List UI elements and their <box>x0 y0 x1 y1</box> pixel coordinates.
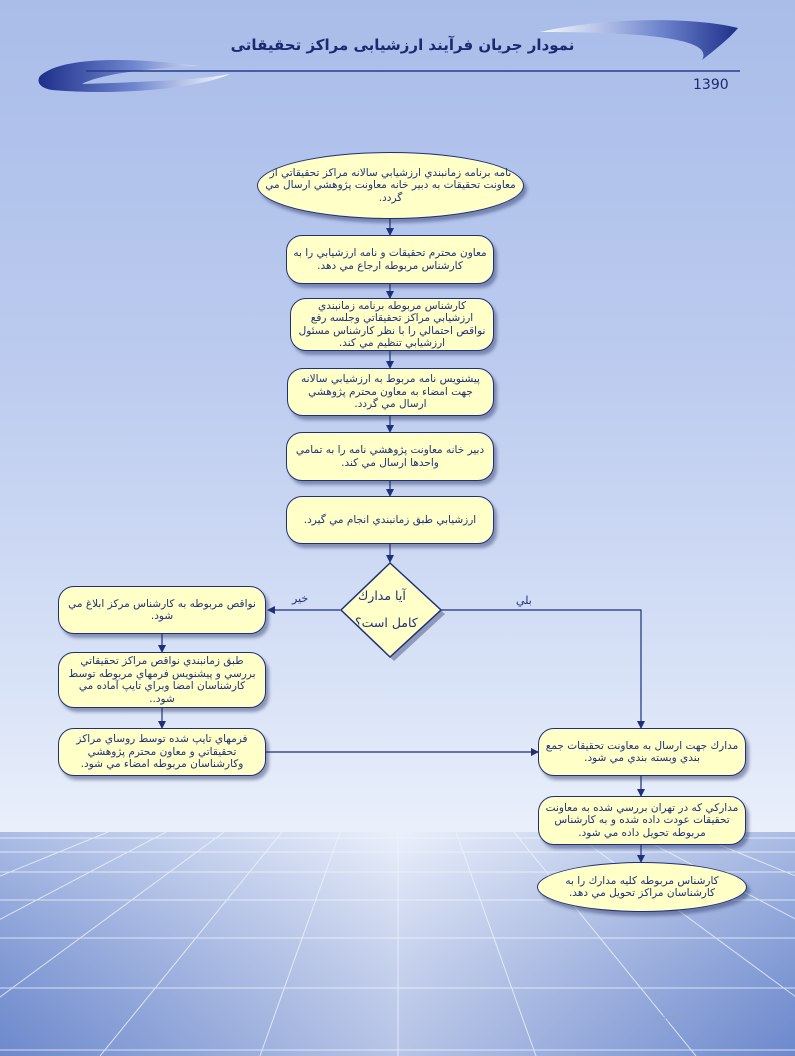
step5-node: ارزشيابي طبق زمانبندي انجام مي گيرد. <box>286 496 494 544</box>
yes2-node-text: مداركي كه در تهران بررسي شده به معاونت ت… <box>545 801 739 839</box>
start-node-text: نامه برنامه زمانبندي ارزشيابي سالانه مرا… <box>265 166 516 204</box>
step3-node-text: پيشنويس نامه مربوط به ارزشيابي سالانه جه… <box>301 373 480 411</box>
step2-node-text: كارشناس مربوطه برنامه زمانبندي ارزشيابي … <box>298 299 486 350</box>
page-title: نمودار جریان فرآیند ارزشیابی مراکز تحقیق… <box>230 36 575 54</box>
no3-node: فرمهاي تايپ شده توسط روساي مراكز تحقيقات… <box>58 728 266 776</box>
decision-text-line2: كامل است؟ <box>355 615 418 630</box>
end-node-text: كارشناس مربوطه كليه مدارك را به كارشناسا… <box>565 874 719 900</box>
step3-node: پيشنويس نامه مربوط به ارزشيابي سالانه جه… <box>287 368 494 416</box>
edge-decision-yes <box>441 609 645 729</box>
no2-node: طبق زمانبندي نواقص مراكز تحقيقاتي بررسي … <box>58 652 266 708</box>
end-node: كارشناس مربوطه كليه مدارك را به كارشناسا… <box>537 862 747 912</box>
year-label: 1390 <box>693 77 729 93</box>
yes1-node-text: مدارك جهت ارسال به معاونت تحقيقات جمع بن… <box>545 739 739 765</box>
yes1-node: مدارك جهت ارسال به معاونت تحقيقات جمع بن… <box>538 728 746 776</box>
step4-node: دبير خانه معاونت پژوهشي نامه را به تمامي… <box>286 432 494 481</box>
decision-diamond <box>339 561 445 661</box>
step1-node-text: معاون محترم تحقيقات و نامه ارزشيابي را ب… <box>293 247 487 272</box>
step1-node: معاون محترم تحقيقات و نامه ارزشيابي را ب… <box>286 235 494 284</box>
decision-text-line1: آيا مدارك <box>358 588 406 603</box>
header-decoration <box>38 20 740 93</box>
no1-node: نواقص مربوطه به كارشناس مركز ابلاغ مي شو… <box>58 586 266 634</box>
page-number: Page 4 <box>657 1013 684 1022</box>
start-node: نامه برنامه زمانبندي ارزشيابي سالانه مرا… <box>257 152 524 219</box>
no3-node-text: فرمهاي تايپ شده توسط روساي مراكز تحقيقات… <box>76 733 248 771</box>
step2-node: كارشناس مربوطه برنامه زمانبندي ارزشيابي … <box>290 298 494 351</box>
yes-branch-label: بلي <box>516 594 532 607</box>
yes2-node: مداركي كه در تهران بررسي شده به معاونت ت… <box>538 796 746 845</box>
no1-node-text: نواقص مربوطه به كارشناس مركز ابلاغ مي شو… <box>68 597 256 623</box>
no-branch-label: خير <box>292 592 309 605</box>
no2-node-text: طبق زمانبندي نواقص مراكز تحقيقاتي بررسي … <box>68 655 256 705</box>
step5-node-text: ارزشيابي طبق زمانبندي انجام مي گيرد. <box>303 513 477 526</box>
step4-node-text: دبير خانه معاونت پژوهشي نامه را به تمامي… <box>295 444 485 469</box>
